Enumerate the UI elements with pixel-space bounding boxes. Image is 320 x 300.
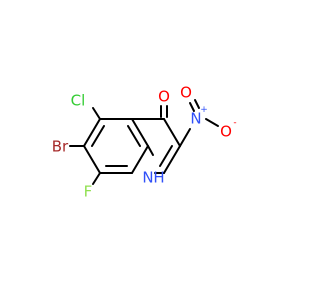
atom-n-nitro: N bbox=[190, 110, 201, 128]
bond-c5-c6-inner bbox=[91, 125, 105, 147]
bond-n1-c8a bbox=[147, 145, 154, 156]
bond-c6-c7 bbox=[83, 145, 101, 174]
charge-n-nitro: + bbox=[200, 105, 208, 115]
bonds bbox=[69, 105, 191, 185]
atom-o4: O bbox=[158, 88, 170, 106]
atom-n1: N bbox=[142, 169, 153, 187]
bond-c3-c2 bbox=[163, 145, 181, 174]
bond-c5-c6 bbox=[83, 118, 101, 147]
atom-o-nitro-double: O bbox=[180, 84, 192, 102]
bond-c4-c3 bbox=[163, 118, 181, 147]
bond-nnitro-o-double bbox=[189, 102, 195, 112]
bond-c8-c8a bbox=[131, 145, 149, 174]
charge-o-nitro: - bbox=[233, 118, 236, 128]
bond-nnitro-o-double-2 bbox=[194, 99, 200, 109]
bond-c8a-c4a bbox=[131, 118, 149, 147]
nitro-bonds bbox=[189, 99, 219, 127]
bond-c3-c2-inner bbox=[159, 145, 173, 167]
bond-c6-cl bbox=[92, 107, 101, 120]
atom-f: F bbox=[84, 183, 93, 201]
molecule-structure: Cl Br F O N H N + O O - bbox=[52, 84, 237, 201]
atom-o-nitro-single: O bbox=[220, 123, 232, 141]
bond-nnitro-o-single bbox=[205, 118, 219, 127]
bond-c8a-c4a-inner bbox=[127, 125, 141, 147]
atom-n1-h: H bbox=[153, 169, 164, 187]
atom-br: Br bbox=[52, 138, 69, 156]
bond-c8-f bbox=[92, 172, 101, 185]
atom-cl: Cl bbox=[71, 92, 86, 110]
atom-labels: Cl Br F O N H N + O O - bbox=[52, 84, 237, 201]
bond-c3-nnitro bbox=[179, 128, 191, 147]
